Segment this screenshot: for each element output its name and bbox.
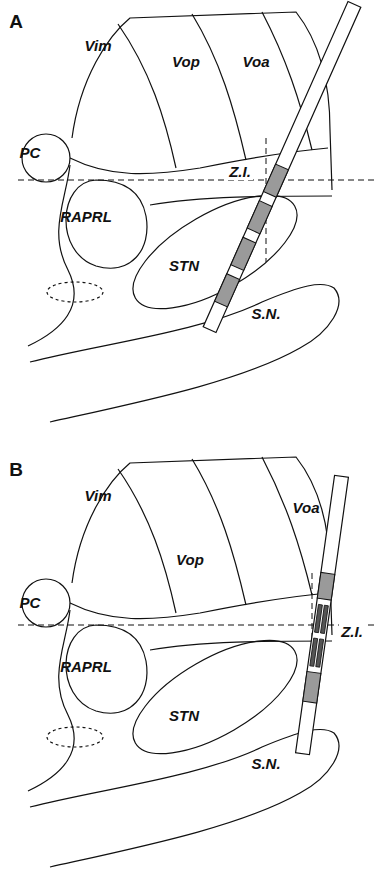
region-label: STN: [167, 258, 201, 275]
panel-letter: A: [7, 12, 25, 33]
region-label: PC: [18, 595, 43, 612]
structure-label: Vim: [83, 38, 114, 55]
structure-label: Z.I.: [339, 624, 365, 641]
structure-label: Vim: [83, 488, 114, 505]
panel-a-anatomy: [18, 2, 377, 422]
landmark-circle: PC: [18, 595, 43, 612]
dbs-electrode: [203, 2, 361, 333]
nucleus-region: RAPRL: [58, 659, 114, 676]
landmark-circle: PC: [18, 145, 43, 162]
region-label: RAPRL: [58, 209, 114, 226]
nucleus-region: RAPRL: [58, 209, 114, 226]
structure-label: Voa: [291, 500, 322, 517]
panel-letter: B: [7, 460, 25, 481]
panel-b-anatomy: [18, 457, 377, 867]
region-label: PC: [18, 145, 43, 162]
directional-electrode: [296, 475, 349, 754]
region-label: RAPRL: [58, 659, 114, 676]
structure-label: Vop: [174, 552, 206, 569]
nucleus-region: S.N.: [249, 756, 282, 773]
nucleus-region: S.N.: [249, 306, 282, 323]
structure-label: Vop: [170, 54, 202, 71]
nucleus-region: STN: [167, 708, 201, 725]
nucleus-region: STN: [167, 258, 201, 275]
region-label: S.N.: [249, 306, 282, 323]
structure-label: Z.I.: [227, 164, 253, 181]
region-label: S.N.: [249, 756, 282, 773]
structure-label: Voa: [241, 54, 272, 71]
region-label: STN: [167, 708, 201, 725]
